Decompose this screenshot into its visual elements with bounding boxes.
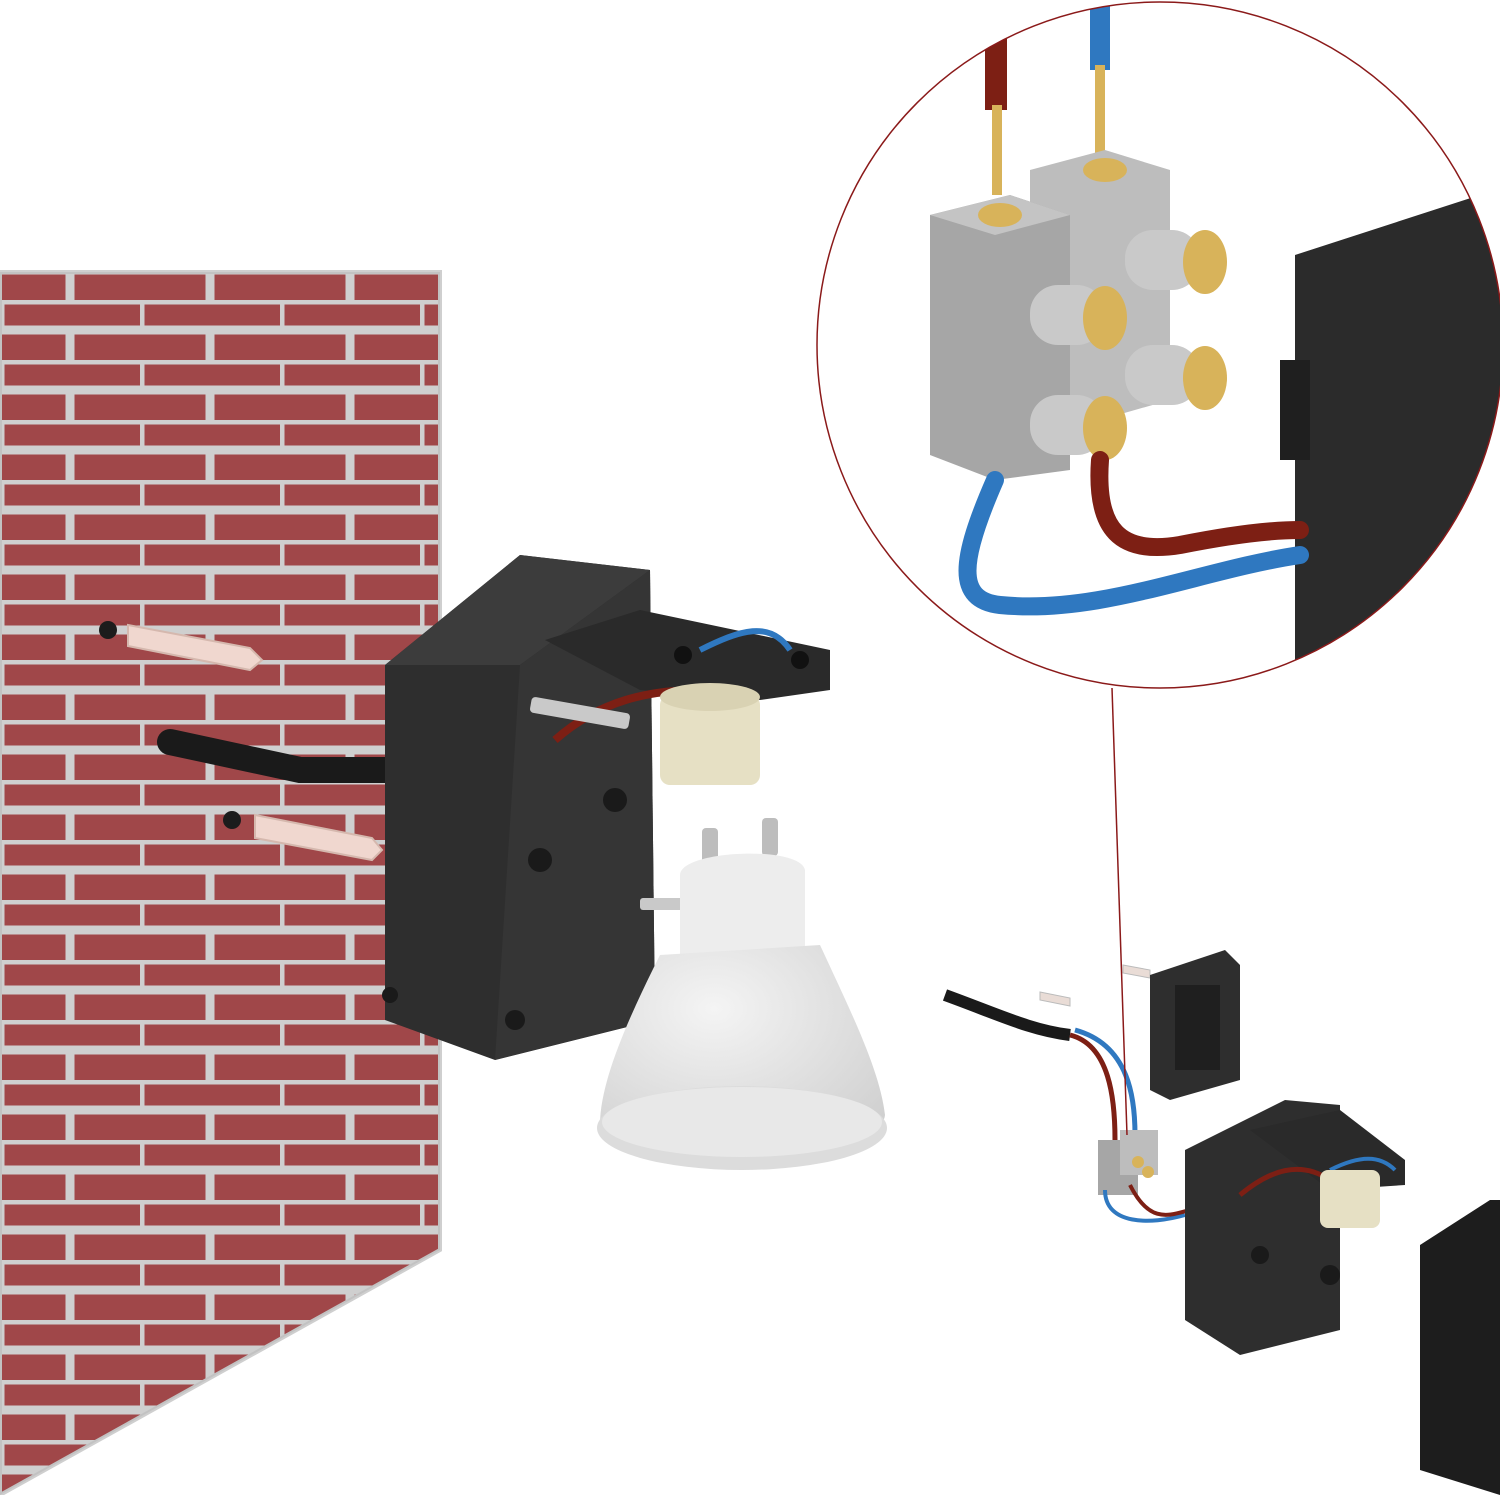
drill-hole-bottom [223, 811, 241, 829]
zoom-wire-blue-top [1090, 2, 1110, 70]
gu10-bulb [597, 818, 887, 1170]
brick-wall-face [0, 272, 440, 1495]
exploded-view [942, 950, 1500, 1495]
callout-ring [816, 1, 1500, 689]
mains-cable [157, 729, 398, 783]
callout-leader-line [1111, 687, 1128, 1136]
callout-zoom [816, 1, 1500, 689]
cable-cover [1150, 950, 1240, 1100]
fitting-small [1185, 1100, 1405, 1355]
brick-wall [0, 270, 442, 1495]
bulb-neck [680, 853, 805, 955]
zoom-wire-blue [958, 471, 1309, 616]
bulb-pin-left [702, 828, 718, 866]
wall-plug-bottom [254, 813, 384, 862]
wall-shading [0, 272, 440, 1495]
zoom-terminal-block [930, 150, 1227, 480]
lamp-holder [660, 683, 760, 785]
cover-box [1420, 1200, 1500, 1495]
bulb-pin-right [762, 818, 778, 856]
zoom-wire-brown [1090, 451, 1309, 557]
fixing-screw-top [530, 697, 630, 729]
wall-plug-top [127, 623, 264, 672]
zoom-wire-brown-top [985, 2, 1007, 110]
zoom-housing [1295, 195, 1500, 688]
terminal-block-small [1098, 1130, 1158, 1195]
drill-hole-top [99, 621, 117, 639]
fixing-screw-bottom [640, 898, 690, 910]
supply-cable [942, 989, 1071, 1041]
mounted-fitting [382, 555, 830, 1060]
